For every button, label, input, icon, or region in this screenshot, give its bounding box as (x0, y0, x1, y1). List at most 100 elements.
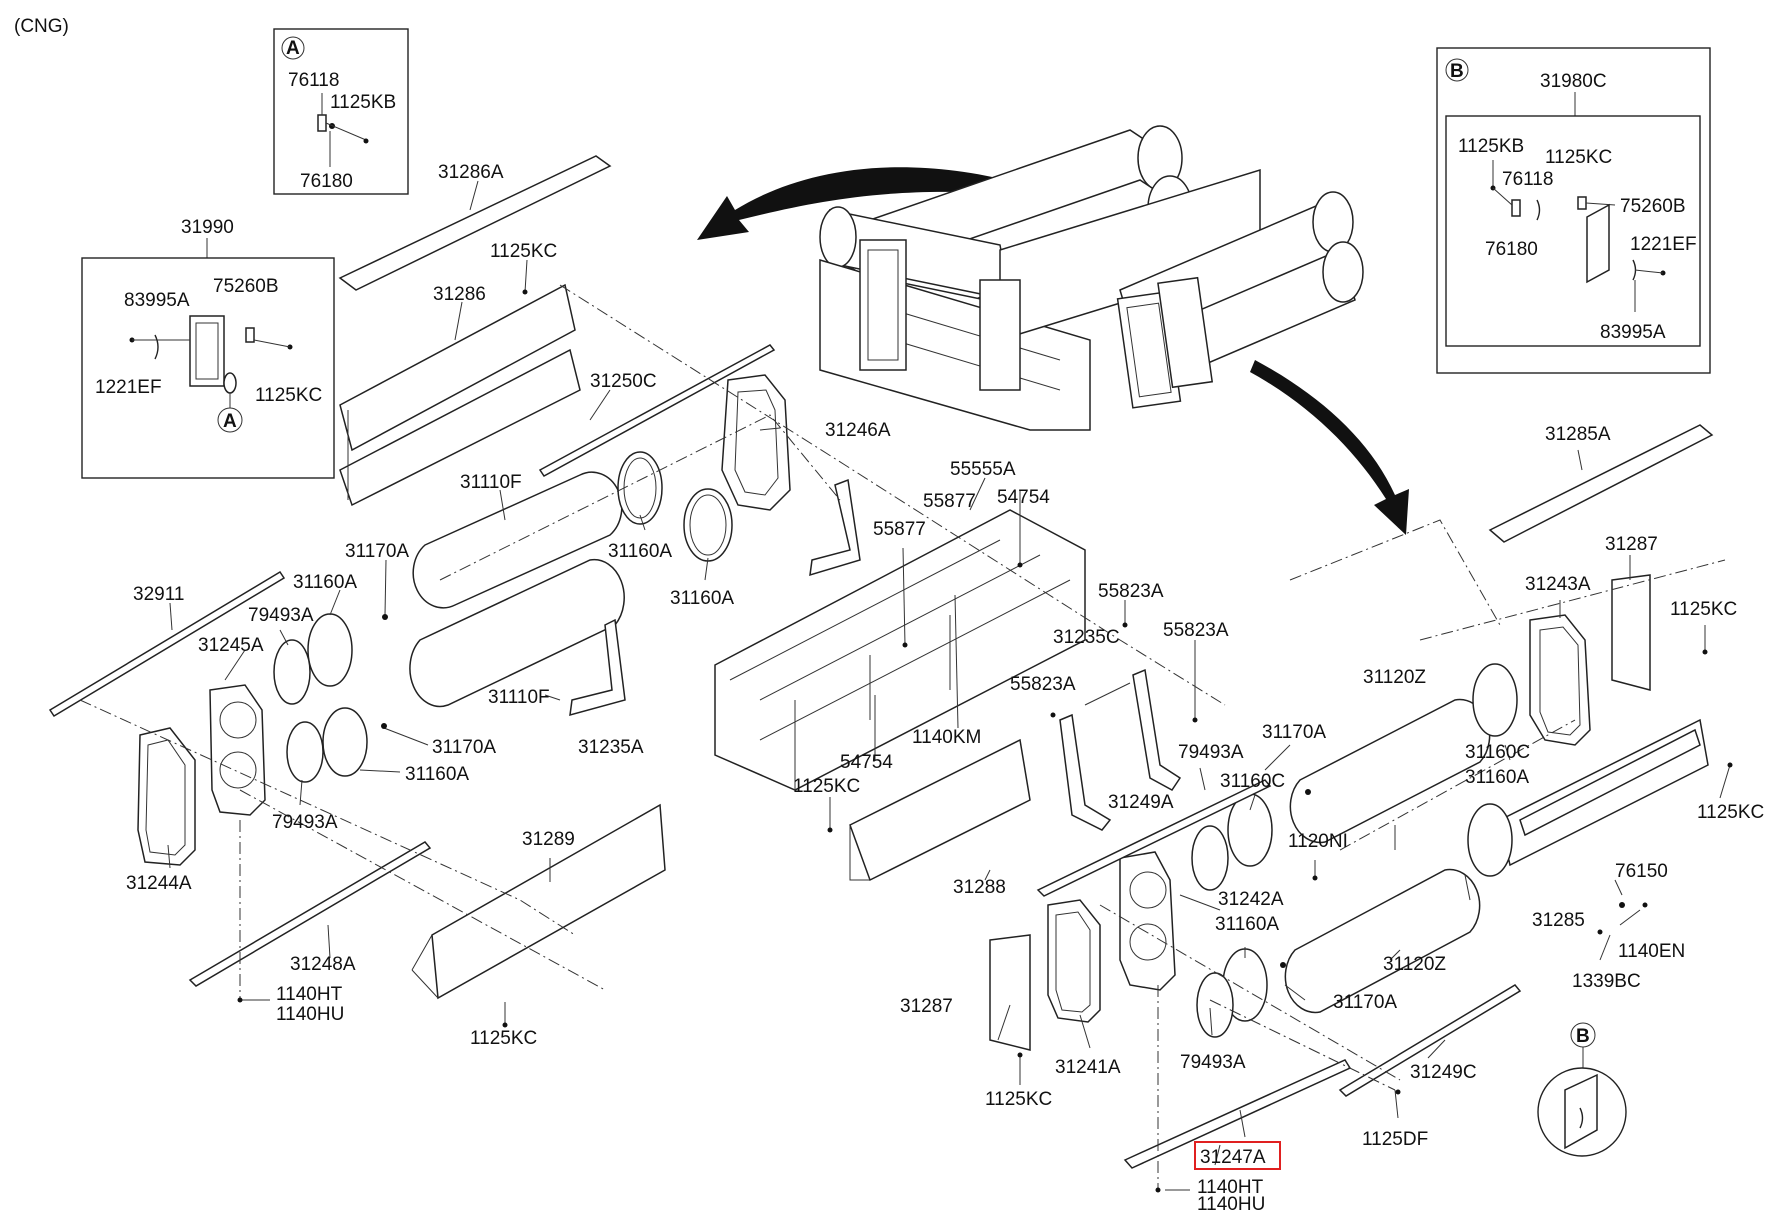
group-31990-ref-marker: A (223, 411, 237, 432)
label-9: 31170A (345, 541, 409, 562)
label-25: 55555A (950, 459, 1016, 480)
group-31990-part-4: 1125KC (255, 385, 322, 406)
group-31990-box: 31990 83995A 75260B 1221EF 1125KC A (81, 217, 335, 479)
label-32: 55823A (1010, 674, 1076, 695)
label-28: 55877 (873, 519, 926, 540)
highlighted-part-label[interactable]: 31247A (1200, 1147, 1266, 1168)
door-panel-icon (189, 315, 225, 387)
label-1: 31286A (438, 162, 504, 183)
label-12: 79493A (248, 605, 314, 626)
part-31242A-frame (1119, 851, 1176, 991)
detail-b-part-6: 1221EF (1630, 234, 1697, 255)
group-31990-part-2: 75260B (213, 276, 279, 297)
part-31285A-cover (1488, 424, 1714, 543)
detail-b-part-5: 76180 (1485, 239, 1538, 260)
detail-a-marker: A (286, 38, 300, 59)
label-65: 31120Z (1383, 954, 1446, 975)
part-31235C-bracket (1132, 668, 1182, 791)
part-31120Z-tank-lower (1284, 868, 1481, 1014)
label-36: 1125KC (793, 776, 860, 797)
label-13: 31245A (198, 635, 264, 656)
assembled-vehicle-overview (819, 125, 1364, 431)
label-3: 31286 (433, 284, 486, 305)
label-23: 1140HU (276, 1004, 344, 1025)
label-58: 31160C (1465, 742, 1530, 763)
corner-note: (CNG) (14, 16, 69, 37)
detail-b-part-7: 83995A (1600, 322, 1666, 343)
fastener-dots (237, 289, 1733, 1193)
label-6: 31110F (460, 472, 522, 493)
label-49: 31249C (1410, 1062, 1477, 1083)
group-31990-part-1: 83995A (124, 290, 190, 311)
label-52: 1140HU (1197, 1194, 1265, 1211)
detail-b-part-4: 75260B (1620, 196, 1686, 217)
bracket-clip-icon (317, 114, 327, 132)
part-31248A-strip (188, 841, 432, 987)
hinge-icon (154, 334, 159, 360)
detail-a-box: A 76118 1125KB 76180 (273, 28, 409, 195)
label-24: 1125KC (470, 1028, 537, 1049)
highlighted-part-31247A[interactable]: 31247A (1194, 1141, 1281, 1170)
label-35: 54754 (840, 752, 893, 773)
detail-b-box: B 31980C 1125KB 1125KC 76118 75260B 7618… (1436, 47, 1711, 374)
leader-lines (167, 180, 1731, 1191)
callout-b-marker: B (1576, 1026, 1590, 1047)
detail-b-group: 31980C (1540, 71, 1607, 92)
label-56: 1125KC (1670, 599, 1737, 620)
label-18: 79493A (272, 812, 338, 833)
label-37: 31249A (1108, 792, 1174, 813)
part-32911-strip (48, 570, 286, 718)
label-61: 31285 (1532, 910, 1585, 931)
label-17: 31160A (405, 764, 469, 785)
part-31250C-strip (538, 344, 776, 477)
part-31120Z-tank-upper (1289, 698, 1491, 844)
label-38: 31160C (1220, 771, 1285, 792)
part-31287-panel-right (1611, 574, 1651, 691)
group-31990-title: 31990 (181, 217, 234, 238)
label-26: 55877 (923, 491, 976, 512)
label-19: 31244A (126, 873, 192, 894)
detail-b-part-2: 1125KC (1545, 147, 1612, 168)
label-64: 1339BC (1572, 971, 1641, 992)
label-30: 55823A (1163, 620, 1229, 641)
label-33: 79493A (1178, 742, 1244, 763)
detail-b-part-3: 76118 (1502, 169, 1553, 190)
label-20: 31289 (522, 829, 575, 850)
label-5: 31246A (825, 420, 891, 441)
part-31246A-frame (721, 374, 791, 511)
part-31110F-tank-lower (409, 558, 625, 708)
detail-a-part-3: 76180 (300, 171, 353, 192)
part-31244A-frame (137, 727, 196, 866)
part-79493A-ring-2 (286, 721, 324, 783)
label-8: 31160A (670, 588, 734, 609)
arrow-left-icon (697, 167, 1030, 240)
part-31160A-strap-2 (683, 488, 733, 562)
label-7: 31160A (608, 541, 672, 562)
label-10: 32911 (133, 584, 184, 605)
label-42: 31242A (1218, 889, 1284, 910)
part-labels: 31286A 1125KC 31286 31250C 31246A 31110F… (126, 162, 1764, 1211)
part-31243A-frame (1529, 614, 1591, 746)
label-31: 31235C (1053, 627, 1120, 648)
label-51: 1140HT (1197, 1177, 1264, 1198)
label-14: 31110F (488, 687, 550, 708)
part-31288-box (849, 738, 1031, 882)
label-34: 1140KM (912, 727, 981, 748)
label-53: 31285A (1545, 424, 1611, 445)
part-31160A-strap-4 (322, 707, 368, 777)
label-48: 1125KC (985, 1089, 1052, 1110)
label-15: 31235A (578, 737, 644, 758)
callout-b: B (1537, 1022, 1627, 1157)
label-59: 31160A (1465, 767, 1529, 788)
group-31990-part-3: 1221EF (95, 377, 162, 398)
label-50: 1125DF (1362, 1129, 1428, 1150)
label-47: 79493A (1180, 1052, 1246, 1073)
part-31241A-frame (1047, 899, 1101, 1023)
part-31249A-strip (1036, 779, 1272, 897)
label-44: 31170A (1333, 992, 1397, 1013)
label-55: 31243A (1525, 574, 1591, 595)
part-31245A-frame (209, 684, 266, 816)
label-21: 31248A (290, 954, 356, 975)
